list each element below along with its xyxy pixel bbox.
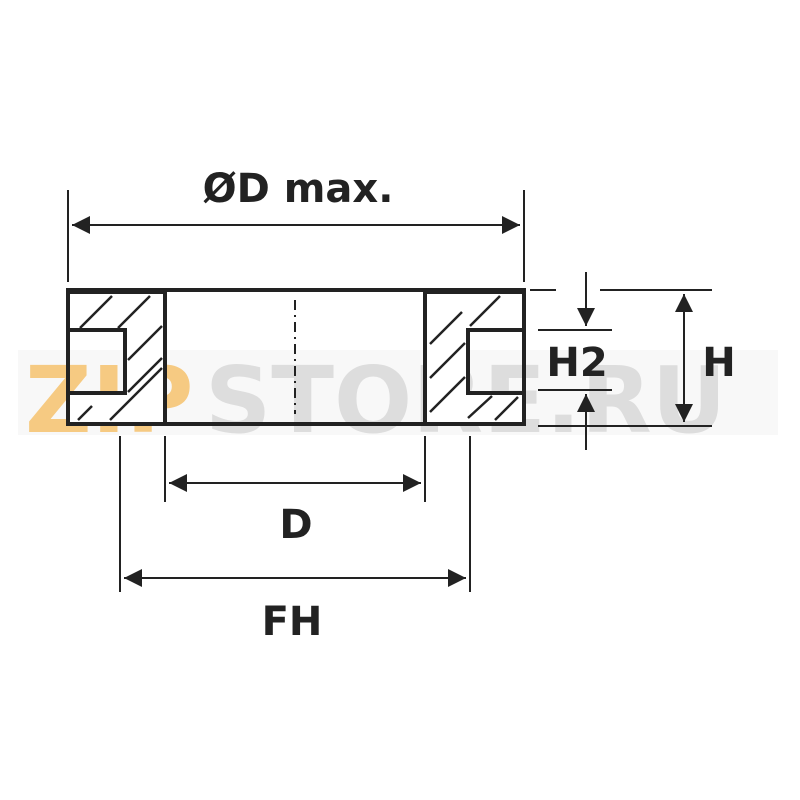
od-max-dimension [67,190,525,282]
h2-dimension [538,272,612,450]
d-label: D [279,502,312,548]
hatching [77,295,519,421]
h2-label: H2 [546,340,607,386]
outer-outline [66,288,526,426]
h-dimension [530,289,712,427]
fh-dimension [119,436,471,592]
d-dimension [164,436,426,502]
fh-label: FH [262,599,323,645]
h-label: H [702,340,735,386]
od-max-label: ØD max. [203,166,394,212]
